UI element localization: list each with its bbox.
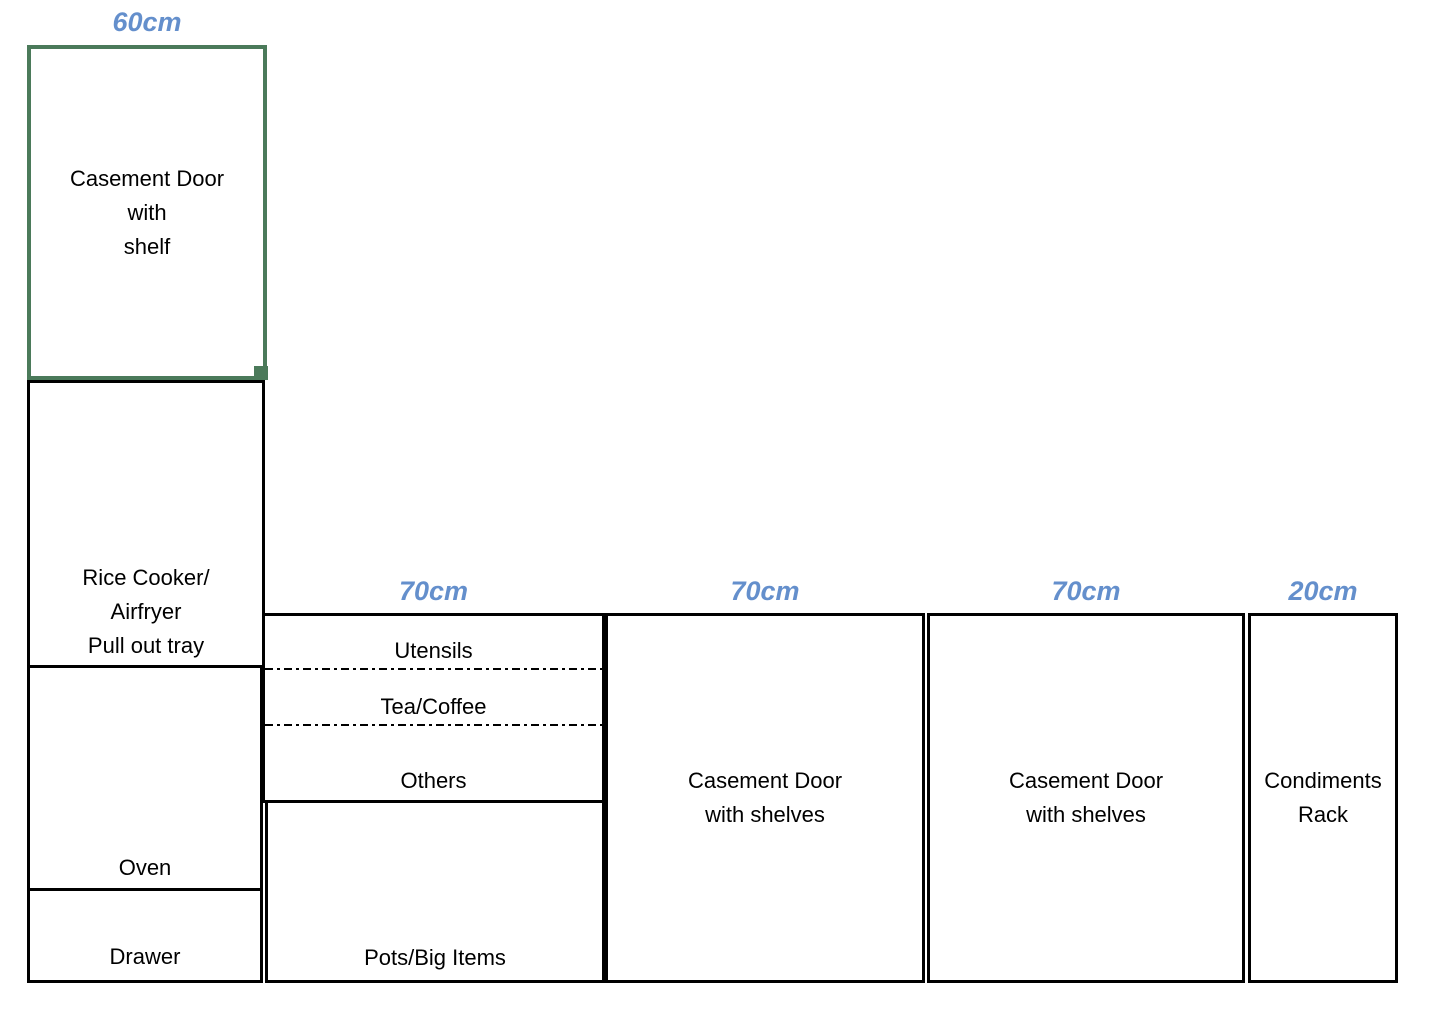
oven-shape[interactable]: Oven	[27, 665, 263, 891]
dim-label-70cm-2: 70cm	[730, 576, 800, 606]
rice-cooker-label-line1: Rice Cooker/	[82, 565, 210, 590]
upper-shelf-cabinet-shape[interactable]: Utensils Tea/Coffee Others	[262, 613, 605, 803]
dim-label-20cm: 20cm	[1288, 576, 1358, 606]
wall-cabinet-label-line3: shelf	[123, 233, 171, 259]
casement-door-1-label-line1: Casement Door	[687, 768, 843, 793]
casement-door-2-label-line1: Casement Door	[1008, 768, 1164, 793]
resize-handle[interactable]	[254, 366, 268, 380]
condiments-rack-label-line2: Rack	[1297, 802, 1349, 827]
dim-label-60cm: 60cm	[112, 7, 182, 37]
dash-dot-divider	[265, 724, 602, 726]
rice-cooker-label-line2: Airfryer	[110, 599, 182, 624]
tea-coffee-label: Tea/Coffee	[380, 694, 487, 719]
condiments-rack-shape[interactable]: Condiments Rack	[1248, 613, 1398, 983]
rice-cooker-shape[interactable]: Rice Cooker/ Airfryer Pull out tray	[27, 380, 265, 668]
others-label: Others	[400, 768, 467, 793]
casement-door-2-label-line2: with shelves	[1026, 802, 1146, 827]
shelf-section-tea-coffee: Tea/Coffee	[265, 670, 602, 724]
rice-cooker-label-line3: Pull out tray	[87, 633, 205, 658]
shelf-section-others: Others	[265, 726, 602, 800]
dim-label-70cm-3: 70cm	[1051, 576, 1121, 606]
wall-cabinet-label-line2: with	[127, 199, 167, 225]
oven-label: Oven	[118, 855, 172, 880]
wall-cabinet-label-line1: Casement Door	[69, 165, 225, 191]
drawer-label: Drawer	[109, 944, 181, 969]
condiments-rack-label-line1: Condiments	[1264, 768, 1382, 793]
wall-cabinet-shape[interactable]: Casement Door with shelf	[27, 45, 267, 380]
casement-door-1-shape[interactable]: Casement Door with shelves	[605, 613, 925, 983]
casement-door-1-label-line2: with shelves	[705, 802, 825, 827]
dim-label-70cm-1: 70cm	[398, 576, 469, 606]
dash-dot-divider	[265, 668, 602, 670]
casement-door-2-shape[interactable]: Casement Door with shelves	[927, 613, 1245, 983]
shelf-section-utensils: Utensils	[265, 616, 602, 668]
drawer-shape[interactable]: Drawer	[27, 888, 263, 983]
pots-big-items-label: Pots/Big Items	[364, 945, 506, 970]
pots-big-items-shape[interactable]: Pots/Big Items	[265, 800, 605, 983]
utensils-label: Utensils	[394, 638, 473, 663]
